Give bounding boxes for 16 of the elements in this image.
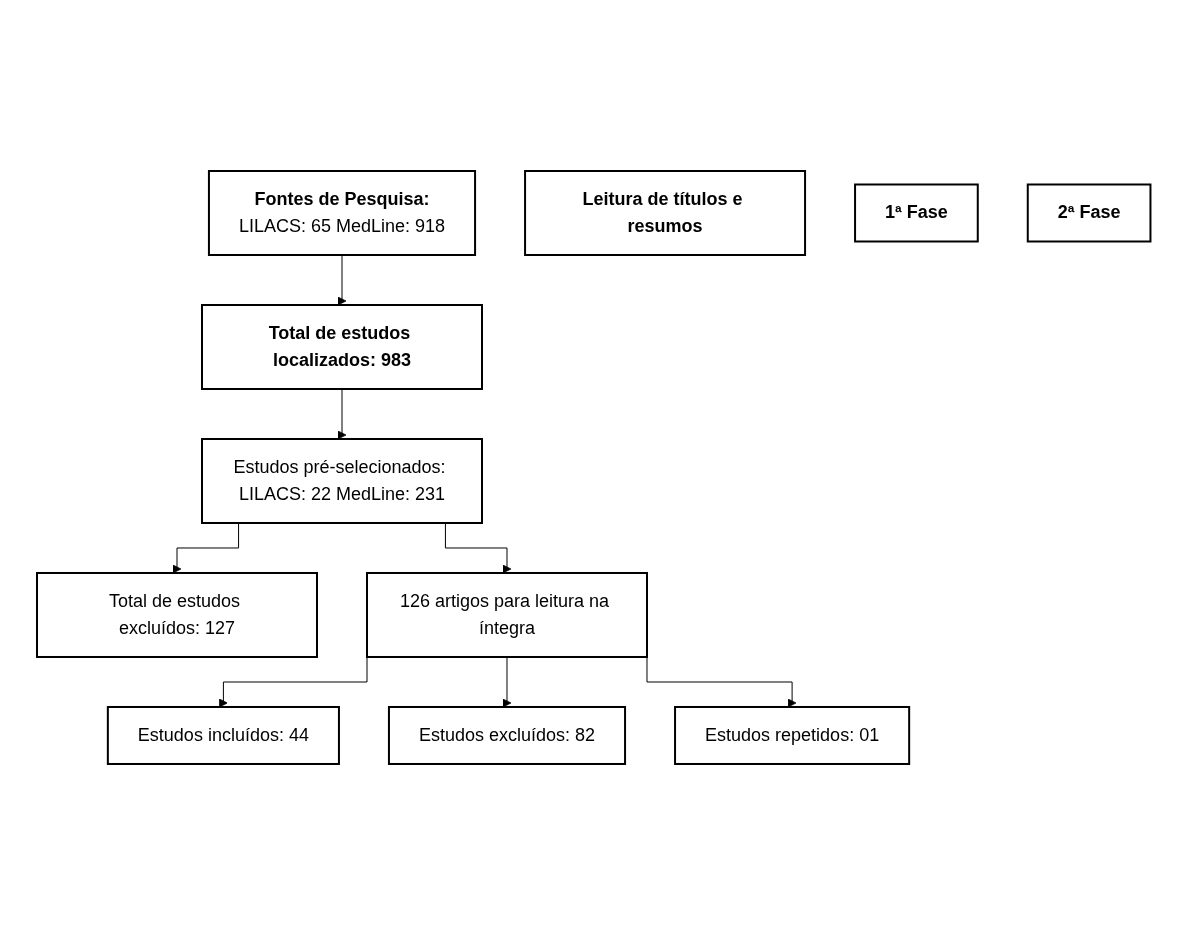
arrow [445,522,512,574]
arrow [172,522,240,574]
node-box: Fontes de Pesquisa: LILACS: 65 MedLine: 918 [208,170,477,256]
arrow [502,656,512,708]
node-box: 126 artigos para leitura na íntegra [366,572,649,658]
arrow [337,254,347,306]
node-box: 2ª Fase [1027,183,1152,243]
node-box: Leitura de títulos e resumos [524,170,807,256]
node-box: 1ª Fase [854,183,980,243]
node-box: Total de estudos localizados: 983 [201,304,484,390]
node-box: Estudos incluídos: 44 [107,706,341,765]
node-box: Estudos pré-selecionados: LILACS: 22 MedLine: 231 [201,438,484,524]
node-box: Estudos excluídos: 82 [388,706,627,765]
arrow [337,388,347,440]
node-box: Estudos repetidos: 01 [674,706,911,765]
node-box: Total de estudos excluídos: 127 [36,572,319,658]
